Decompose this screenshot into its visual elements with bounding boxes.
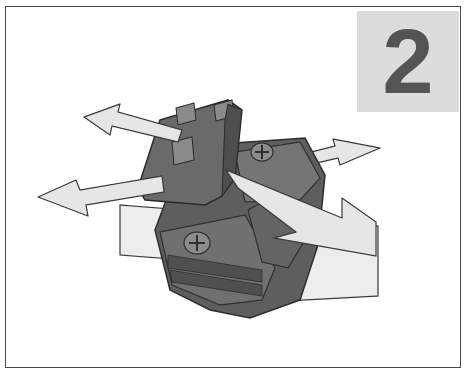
step-number: 2 — [382, 16, 433, 108]
screw-icon-upper — [251, 143, 273, 161]
step-badge: 2 — [357, 11, 459, 112]
screw-icon-lower — [184, 232, 210, 254]
